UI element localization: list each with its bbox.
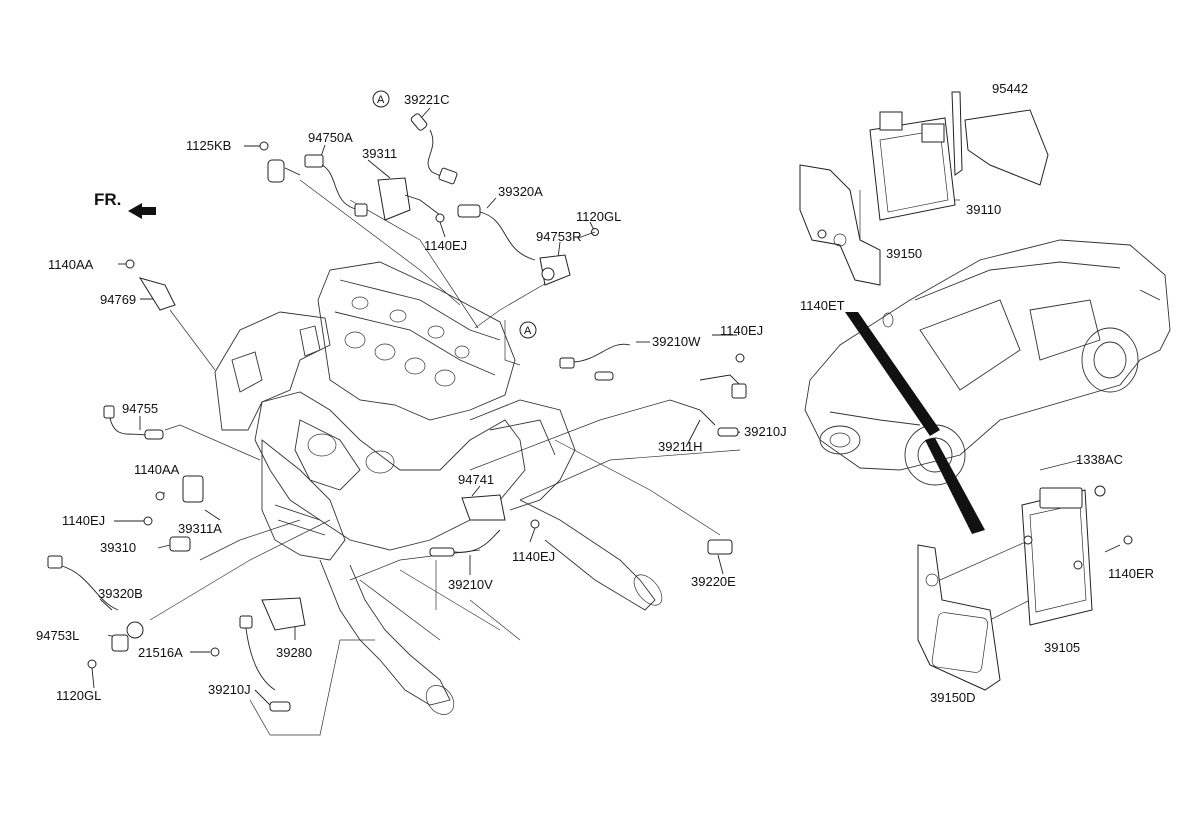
part-label-1140EJ-right: 1140EJ bbox=[720, 323, 763, 338]
part-label-39221C: 39221C bbox=[404, 92, 450, 107]
part-label-94753R: 94753R bbox=[536, 229, 582, 244]
part-label-21516A: 21516A bbox=[138, 645, 183, 660]
part-label-1120GL-bottom: 1120GL bbox=[56, 688, 101, 703]
callout-a-top: A bbox=[372, 90, 390, 108]
part-label-1140EJ-mid: 1140EJ bbox=[512, 549, 555, 564]
part-label-1140ET: 1140ET bbox=[800, 298, 845, 313]
part-label-1120GL-top: 1120GL bbox=[576, 209, 621, 224]
leader-lines bbox=[91, 107, 1081, 736]
part-label-94769: 94769 bbox=[100, 292, 136, 307]
front-direction-indicator: FR. bbox=[94, 190, 156, 219]
part-label-1338AC: 1338AC bbox=[1076, 452, 1123, 467]
part-label-39150: 39150 bbox=[886, 246, 922, 261]
part-label-39280: 39280 bbox=[276, 645, 312, 660]
svg-text:A: A bbox=[524, 325, 532, 337]
part-label-1140EJ-left: 1140EJ bbox=[62, 513, 105, 528]
part-labels: 39221C 94750A 39311 1125KB 39320A 1120GL… bbox=[36, 81, 1154, 705]
part-label-39311: 39311 bbox=[362, 146, 397, 161]
part-label-94753L: 94753L bbox=[36, 628, 79, 643]
front-direction-label: FR. bbox=[94, 190, 121, 209]
svg-text:A: A bbox=[377, 94, 385, 106]
part-label-39210W: 39210W bbox=[652, 334, 701, 349]
ecu-location-pointer-upper bbox=[845, 312, 940, 436]
vehicle-illustration bbox=[804, 239, 1171, 486]
front-arrow-icon bbox=[128, 203, 156, 219]
part-label-39150D: 39150D bbox=[930, 690, 976, 705]
sensor-parts bbox=[47, 113, 747, 712]
part-label-94750A: 94750A bbox=[308, 130, 353, 145]
ecu-assembly-upper bbox=[799, 91, 1049, 286]
part-label-39210J-right: 39210J bbox=[744, 424, 787, 439]
part-label-1140AA-top: 1140AA bbox=[48, 257, 94, 272]
part-label-39210J-bottom: 39210J bbox=[208, 682, 251, 697]
part-label-1140AA-mid: 1140AA bbox=[134, 462, 180, 477]
part-label-39105: 39105 bbox=[1044, 640, 1080, 655]
part-label-94741: 94741 bbox=[458, 472, 494, 487]
part-label-39220E: 39220E bbox=[691, 574, 736, 589]
part-label-39110: 39110 bbox=[966, 202, 1001, 217]
ecu-location-pointer-lower bbox=[925, 438, 985, 534]
part-label-94755: 94755 bbox=[122, 401, 158, 416]
callout-a-engine: A bbox=[519, 321, 537, 339]
part-label-39210V: 39210V bbox=[448, 577, 493, 592]
part-label-39310: 39310 bbox=[100, 540, 136, 555]
part-label-39211H: 39211H bbox=[658, 439, 703, 454]
part-label-1125KB: 1125KB bbox=[186, 138, 231, 153]
ecu-assembly-lower bbox=[917, 485, 1133, 691]
part-label-1140EJ-top: 1140EJ bbox=[424, 238, 467, 253]
part-label-39320B: 39320B bbox=[98, 586, 143, 601]
part-label-1140ER: 1140ER bbox=[1108, 566, 1154, 581]
part-label-95442: 95442 bbox=[992, 81, 1028, 96]
engine-assembly bbox=[214, 261, 663, 715]
part-label-39320A: 39320A bbox=[498, 184, 543, 199]
part-label-39311A: 39311A bbox=[178, 521, 222, 536]
